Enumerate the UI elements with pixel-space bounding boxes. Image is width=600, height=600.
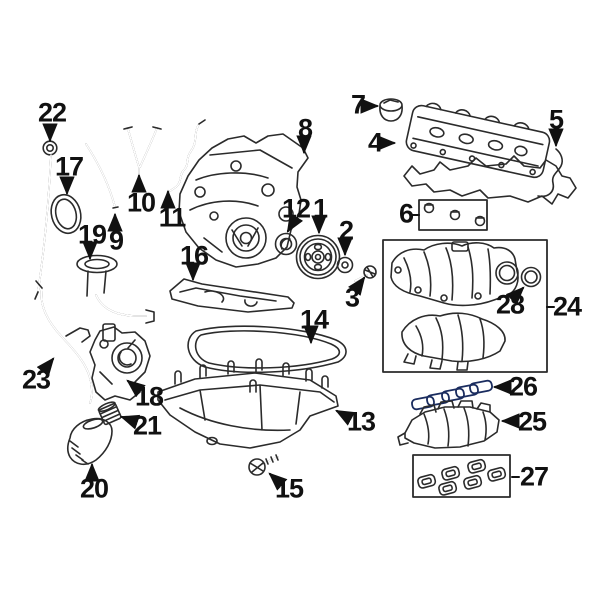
callout-28[interactable]: 28	[495, 289, 525, 320]
part-14-oil-pan-gasket	[187, 325, 347, 374]
callout-22[interactable]: 22	[37, 97, 67, 128]
part-23-dipstick-tube	[35, 280, 93, 404]
part-27-gasket-kit-box	[412, 454, 511, 498]
part-15-drain-plug	[248, 454, 279, 476]
part-7-oil-filler-cap	[379, 98, 403, 122]
part-6-bolt-kit-box	[418, 199, 488, 231]
part-8-timing-cover	[178, 133, 309, 268]
part-10-hose-y	[123, 126, 162, 174]
callout-24[interactable]: 24	[552, 291, 582, 322]
callout-21[interactable]: 21	[132, 410, 162, 441]
part-3-crank-bolt	[354, 265, 377, 282]
part-4-valve-cover	[405, 102, 551, 179]
callout-27[interactable]: 27	[519, 461, 549, 492]
callout-13[interactable]: 13	[346, 406, 376, 437]
callout-25[interactable]: 25	[517, 406, 547, 437]
part-21-filter-adapter	[97, 401, 122, 426]
part-28-o-ring	[520, 266, 542, 288]
callout-20[interactable]: 20	[79, 473, 109, 504]
part-13-oil-pan	[157, 358, 339, 449]
callout-10[interactable]: 10	[126, 187, 156, 218]
part-25-lower-intake-manifold	[397, 400, 500, 449]
callout-15[interactable]: 15	[274, 473, 304, 504]
part-11-timing-cover-gasket	[169, 119, 206, 192]
callout-4[interactable]: 4	[367, 127, 383, 158]
part-26-intake-gasket-highlighted[interactable]	[411, 379, 493, 411]
callout-9[interactable]: 9	[108, 225, 124, 256]
callout-26[interactable]: 26	[508, 371, 538, 402]
callout-16[interactable]: 16	[179, 240, 209, 271]
callout-arrows	[36, 98, 564, 491]
callout-5[interactable]: 5	[548, 104, 564, 135]
part-16-cover-plate	[169, 278, 295, 313]
callout-1[interactable]: 1	[312, 193, 328, 224]
part-2-washer	[336, 256, 354, 274]
part-22-dipstick	[34, 140, 58, 300]
part-20-oil-filter	[66, 417, 113, 466]
callout-6[interactable]: 6	[398, 198, 414, 229]
callout-19[interactable]: 19	[77, 219, 107, 250]
callout-11[interactable]: 11	[158, 202, 187, 233]
part-5-valve-cover-gasket	[403, 148, 577, 205]
callout-23[interactable]: 23	[21, 364, 51, 395]
callout-2[interactable]: 2	[338, 215, 354, 246]
part-12-crank-seal	[274, 232, 298, 256]
part-19-oil-pickup-tube	[76, 254, 155, 324]
part-9-hose	[85, 143, 119, 209]
callout-12[interactable]: 12	[281, 193, 311, 224]
part-1-crank-pulley	[295, 234, 341, 280]
callout-8[interactable]: 8	[297, 113, 313, 144]
callout-18[interactable]: 18	[134, 381, 164, 412]
callout-3[interactable]: 3	[344, 282, 360, 313]
callout-14[interactable]: 14	[299, 304, 329, 335]
callout-17[interactable]: 17	[54, 151, 84, 182]
callout-7[interactable]: 7	[350, 89, 366, 120]
